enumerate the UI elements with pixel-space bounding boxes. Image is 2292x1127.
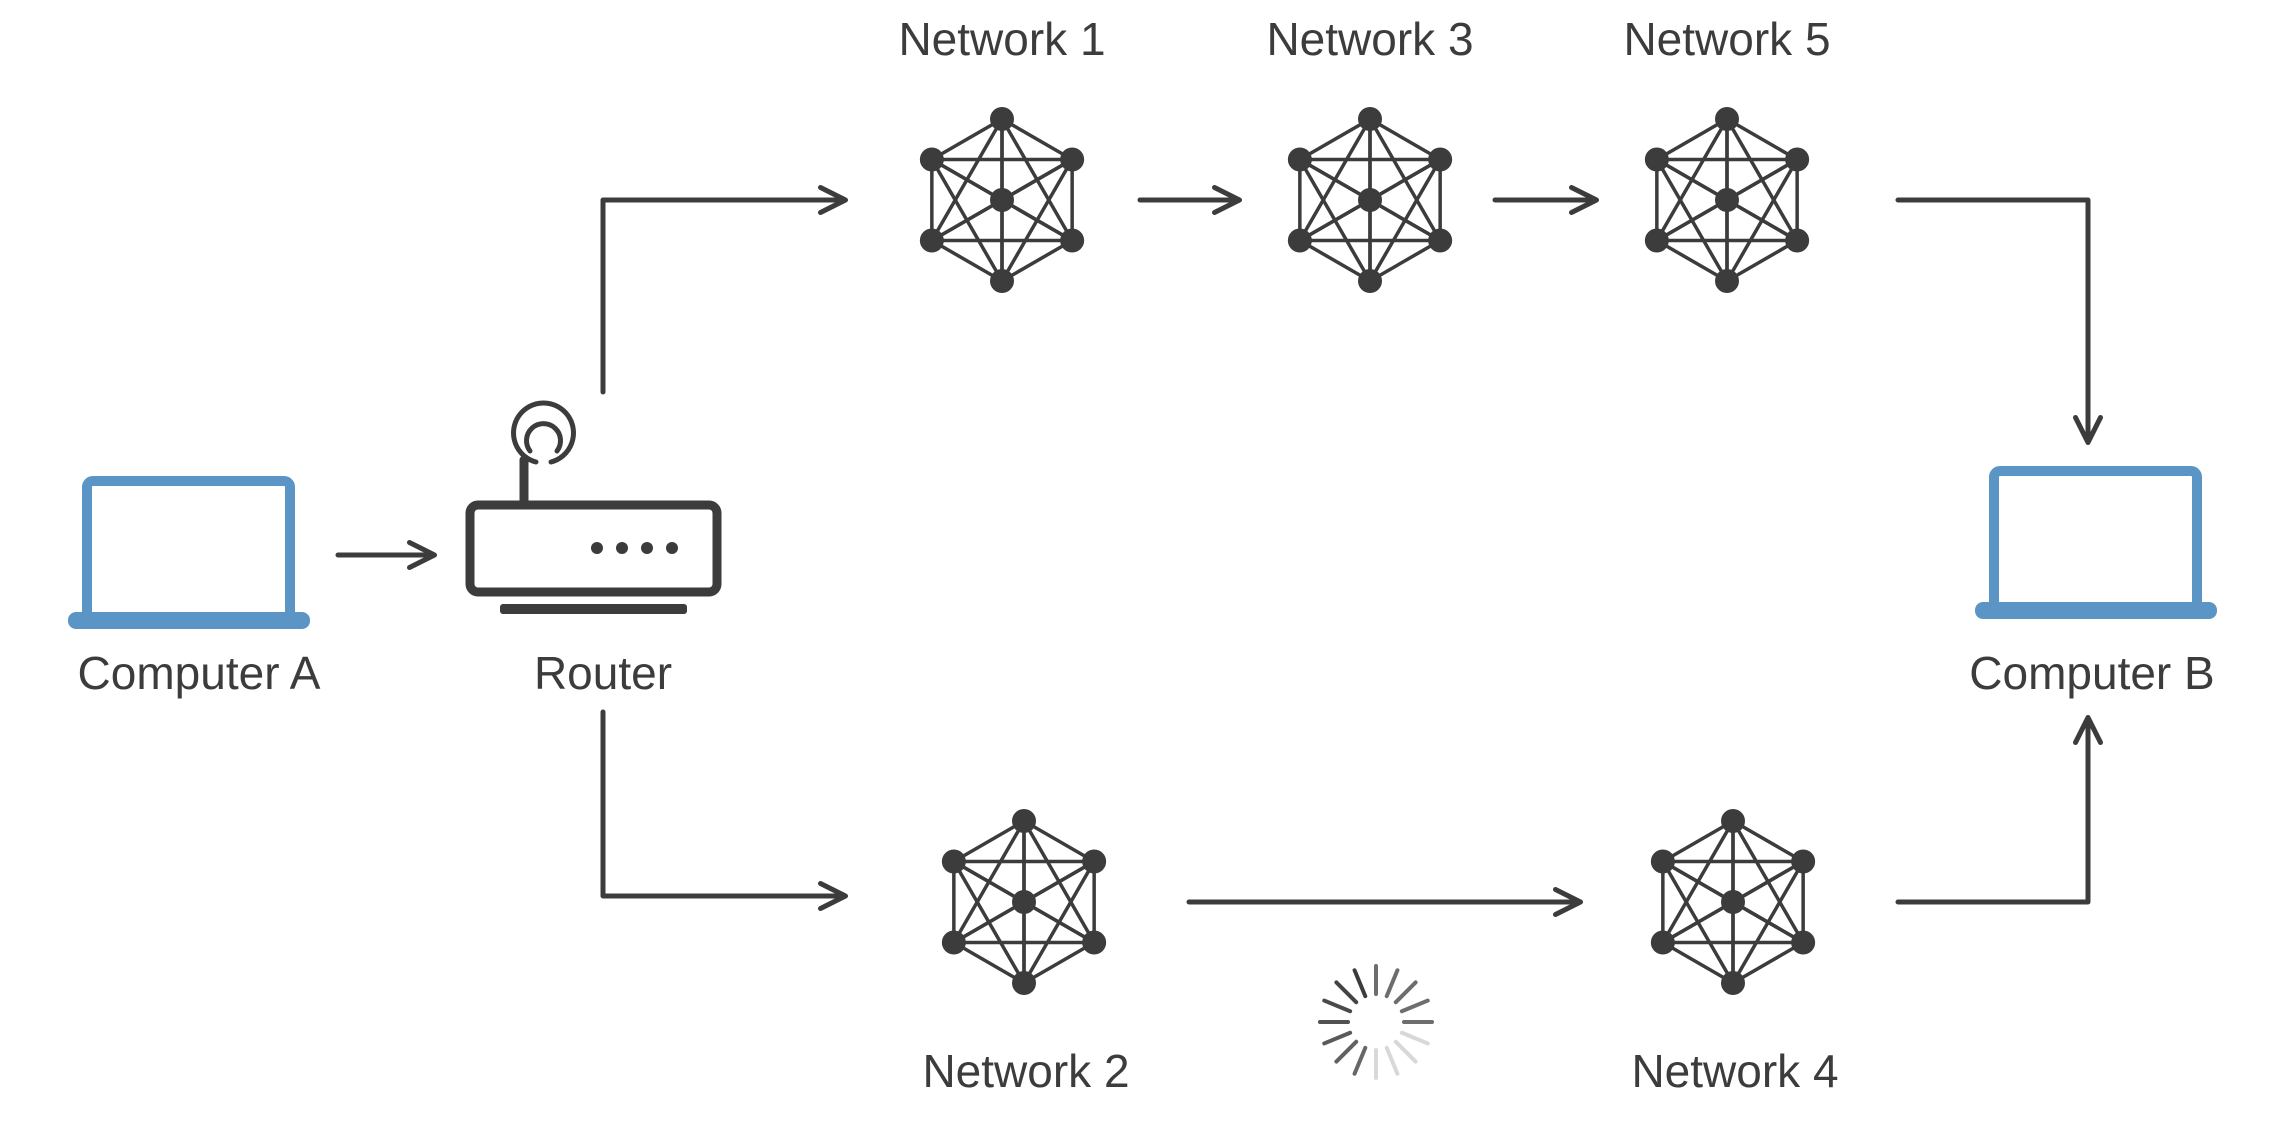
connectors [335,185,2103,917]
network-2-label: Network 2 [922,1045,1130,1097]
laptop-icon [1975,466,2217,619]
network-mesh-icon [1644,107,1810,293]
computer-b-label: Computer B [1969,647,2215,699]
network-meshes [919,107,1816,995]
router-icon [465,400,722,614]
network-mesh-icon [1287,107,1453,293]
network-mesh-icon [919,107,1085,293]
network-4-label: Network 4 [1631,1045,1839,1097]
loading-spinner-icon [1318,964,1434,1080]
network-3-label: Network 3 [1266,13,1474,65]
computer-a-label: Computer A [77,647,321,699]
arrow-network-4-to-computer-b [1895,715,2103,905]
arrow-router-to-network-1 [600,185,848,395]
laptop-icon [68,476,310,629]
network-1-label: Network 1 [898,13,1106,65]
router-label: Router [533,647,673,699]
network-mesh-icon [941,809,1107,995]
arrow-router-to-network-2 [600,709,848,911]
network-5-label: Network 5 [1623,13,1831,65]
arrow-network-5-to-computer-b [1895,197,2103,445]
network-mesh-icon [1650,809,1816,995]
